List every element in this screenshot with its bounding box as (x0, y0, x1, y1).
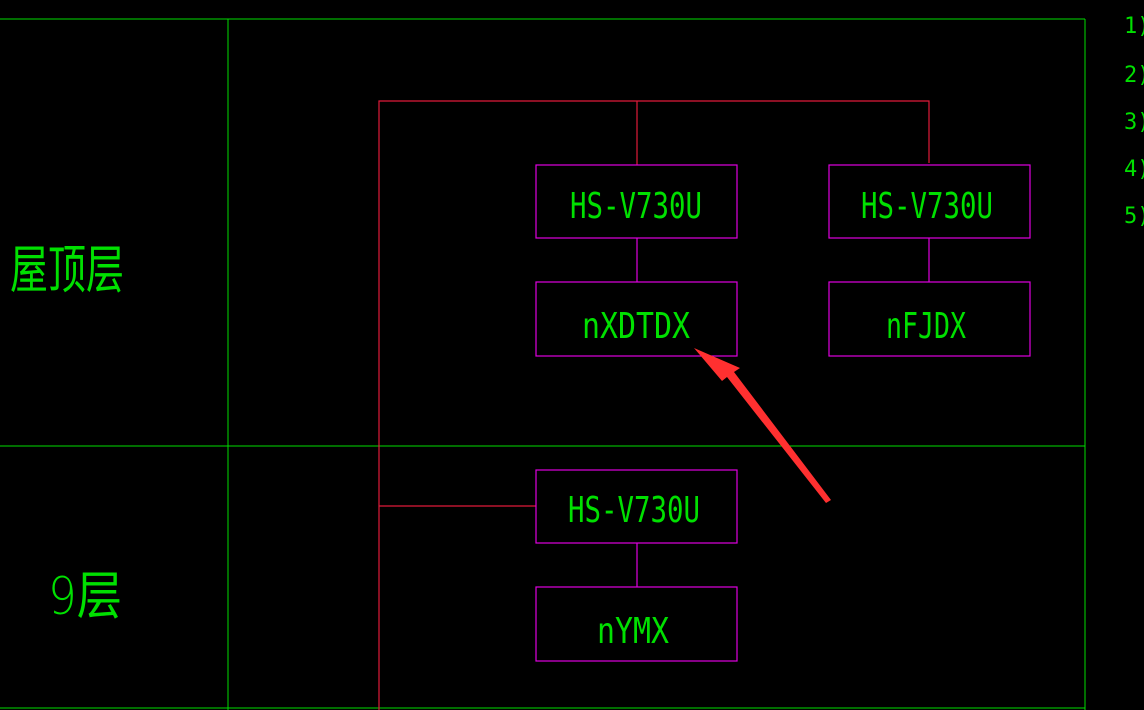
module-label-floor9: nYMX (597, 611, 669, 652)
floor-table-grid (0, 18, 1086, 710)
device-box-roof-left[interactable] (535, 164, 738, 239)
device-model-roof-left: HS-V730U (570, 186, 702, 227)
module-label-roof-right: nFJDX (886, 306, 966, 347)
note-2: 2) (1124, 63, 1144, 88)
device-box-roof-right[interactable] (828, 164, 1031, 239)
annotation-arrow-shape (694, 348, 831, 503)
module-box-roof-right[interactable] (828, 281, 1031, 357)
annotation-arrow (694, 348, 831, 503)
floor-label-9: 9层 (48, 567, 122, 627)
device-box-floor9[interactable] (535, 469, 738, 544)
bus-wiring (378, 100, 930, 710)
floor-label-roof: 屋顶层 (10, 241, 124, 301)
note-1: 1) (1124, 14, 1144, 39)
module-roof-left[interactable]: nXDTDX (535, 281, 738, 357)
device-model-floor9: HS-V730U (568, 490, 700, 531)
device-floor9[interactable]: HS-V730U (535, 469, 738, 544)
bus-main-line (378, 100, 930, 710)
module-floor9[interactable]: nYMX (535, 586, 738, 662)
module-label-roof-left: nXDTDX (582, 306, 690, 347)
module-box-floor9[interactable] (535, 586, 738, 662)
module-roof-right[interactable]: nFJDX (828, 281, 1031, 357)
device-model-roof-right: HS-V730U (861, 186, 993, 227)
notes-column: 1) 2) 3) 4) 5) (1124, 14, 1144, 229)
module-box-roof-left[interactable] (535, 281, 738, 357)
device-roof-left[interactable]: HS-V730U (535, 164, 738, 239)
note-4: 4) (1124, 157, 1144, 182)
note-5: 5) (1124, 204, 1144, 229)
note-3: 3) (1124, 110, 1144, 135)
device-roof-right[interactable]: HS-V730U (828, 164, 1031, 239)
